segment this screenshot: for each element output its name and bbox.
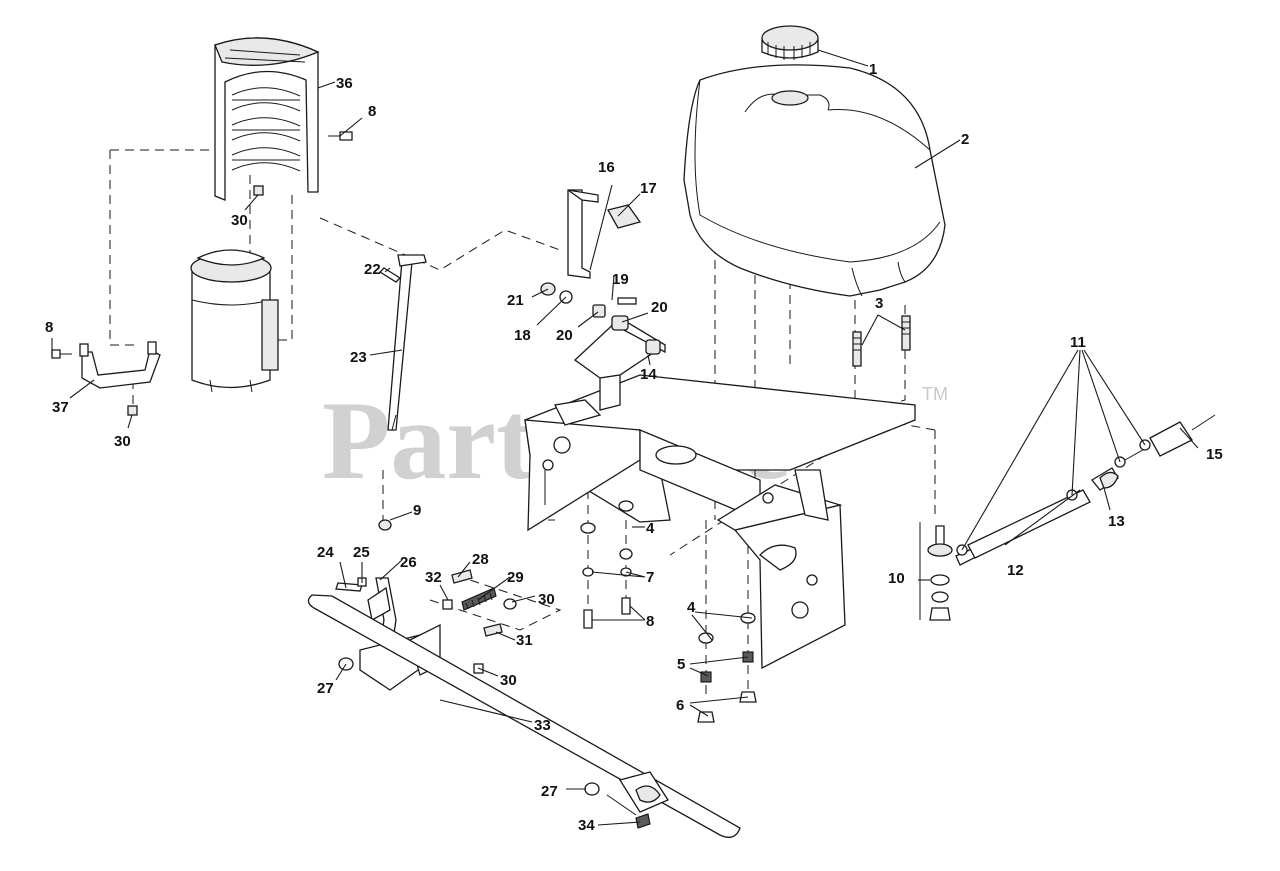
callout-2: 2 bbox=[961, 131, 969, 148]
callout-30-bracket: 30 bbox=[114, 433, 131, 450]
callout-32: 32 bbox=[425, 569, 442, 586]
callout-33: 33 bbox=[534, 717, 551, 734]
fuel-line-and-filter bbox=[955, 414, 1216, 566]
callout-12: 12 bbox=[1007, 562, 1024, 579]
callout-13: 13 bbox=[1108, 513, 1125, 530]
callout-27-lower: 27 bbox=[541, 783, 558, 800]
muffler bbox=[190, 249, 279, 393]
callout-8-frame: 8 bbox=[646, 613, 654, 630]
callout-15: 15 bbox=[1206, 446, 1223, 463]
callout-27-upper: 27 bbox=[317, 680, 334, 697]
frame-hardware bbox=[580, 500, 757, 723]
callout-5: 5 bbox=[677, 656, 685, 673]
fuel-tank bbox=[683, 64, 946, 297]
callout-20-right: 20 bbox=[651, 299, 668, 316]
callout-20-left: 20 bbox=[556, 327, 573, 344]
mounting-frame bbox=[524, 374, 916, 670]
callout-30-spring: 30 bbox=[538, 591, 555, 608]
callout-1: 1 bbox=[869, 61, 877, 78]
callout-30-guard: 30 bbox=[231, 212, 248, 229]
callout-24: 24 bbox=[317, 544, 334, 561]
callout-7: 7 bbox=[646, 569, 654, 586]
callout-36: 36 bbox=[336, 75, 353, 92]
callout-25: 25 bbox=[353, 544, 370, 561]
callout-8-bracket: 8 bbox=[45, 319, 53, 336]
callout-3: 3 bbox=[875, 295, 883, 312]
callout-11: 11 bbox=[1070, 334, 1086, 351]
callout-4-lower: 4 bbox=[687, 599, 696, 616]
leader-lines bbox=[51, 49, 1199, 826]
cross-shaft bbox=[307, 594, 741, 838]
callout-28: 28 bbox=[472, 551, 489, 568]
callout-14: 14 bbox=[640, 366, 657, 383]
callout-34: 34 bbox=[578, 817, 595, 834]
callout-6: 6 bbox=[676, 697, 684, 714]
callout-19: 19 bbox=[612, 271, 629, 288]
watermark-trademark: TM bbox=[922, 384, 948, 404]
callout-9: 9 bbox=[413, 502, 421, 519]
callout-31: 31 bbox=[516, 632, 533, 649]
callout-18: 18 bbox=[514, 327, 531, 344]
fuel-cap bbox=[761, 25, 819, 60]
callout-8-guard: 8 bbox=[368, 103, 376, 120]
callout-23: 23 bbox=[350, 349, 367, 366]
muffler-bracket bbox=[79, 341, 161, 389]
callout-4-upper: 4 bbox=[646, 520, 655, 537]
callout-labels: 1 2 3 4 4 5 6 7 8 8 8 9 10 11 12 13 14 1… bbox=[45, 61, 1223, 834]
muffler-guard bbox=[214, 37, 320, 201]
callout-30-shaft: 30 bbox=[500, 672, 517, 689]
callout-29: 29 bbox=[507, 569, 524, 586]
callout-26: 26 bbox=[400, 554, 417, 571]
callout-17: 17 bbox=[640, 180, 657, 197]
fuel-shutoff-valve bbox=[919, 522, 953, 621]
callout-37: 37 bbox=[52, 399, 69, 416]
callout-10: 10 bbox=[888, 570, 905, 587]
callout-16: 16 bbox=[598, 159, 615, 176]
callout-21: 21 bbox=[507, 292, 524, 309]
callout-22: 22 bbox=[364, 261, 381, 278]
tank-studs bbox=[852, 315, 911, 367]
